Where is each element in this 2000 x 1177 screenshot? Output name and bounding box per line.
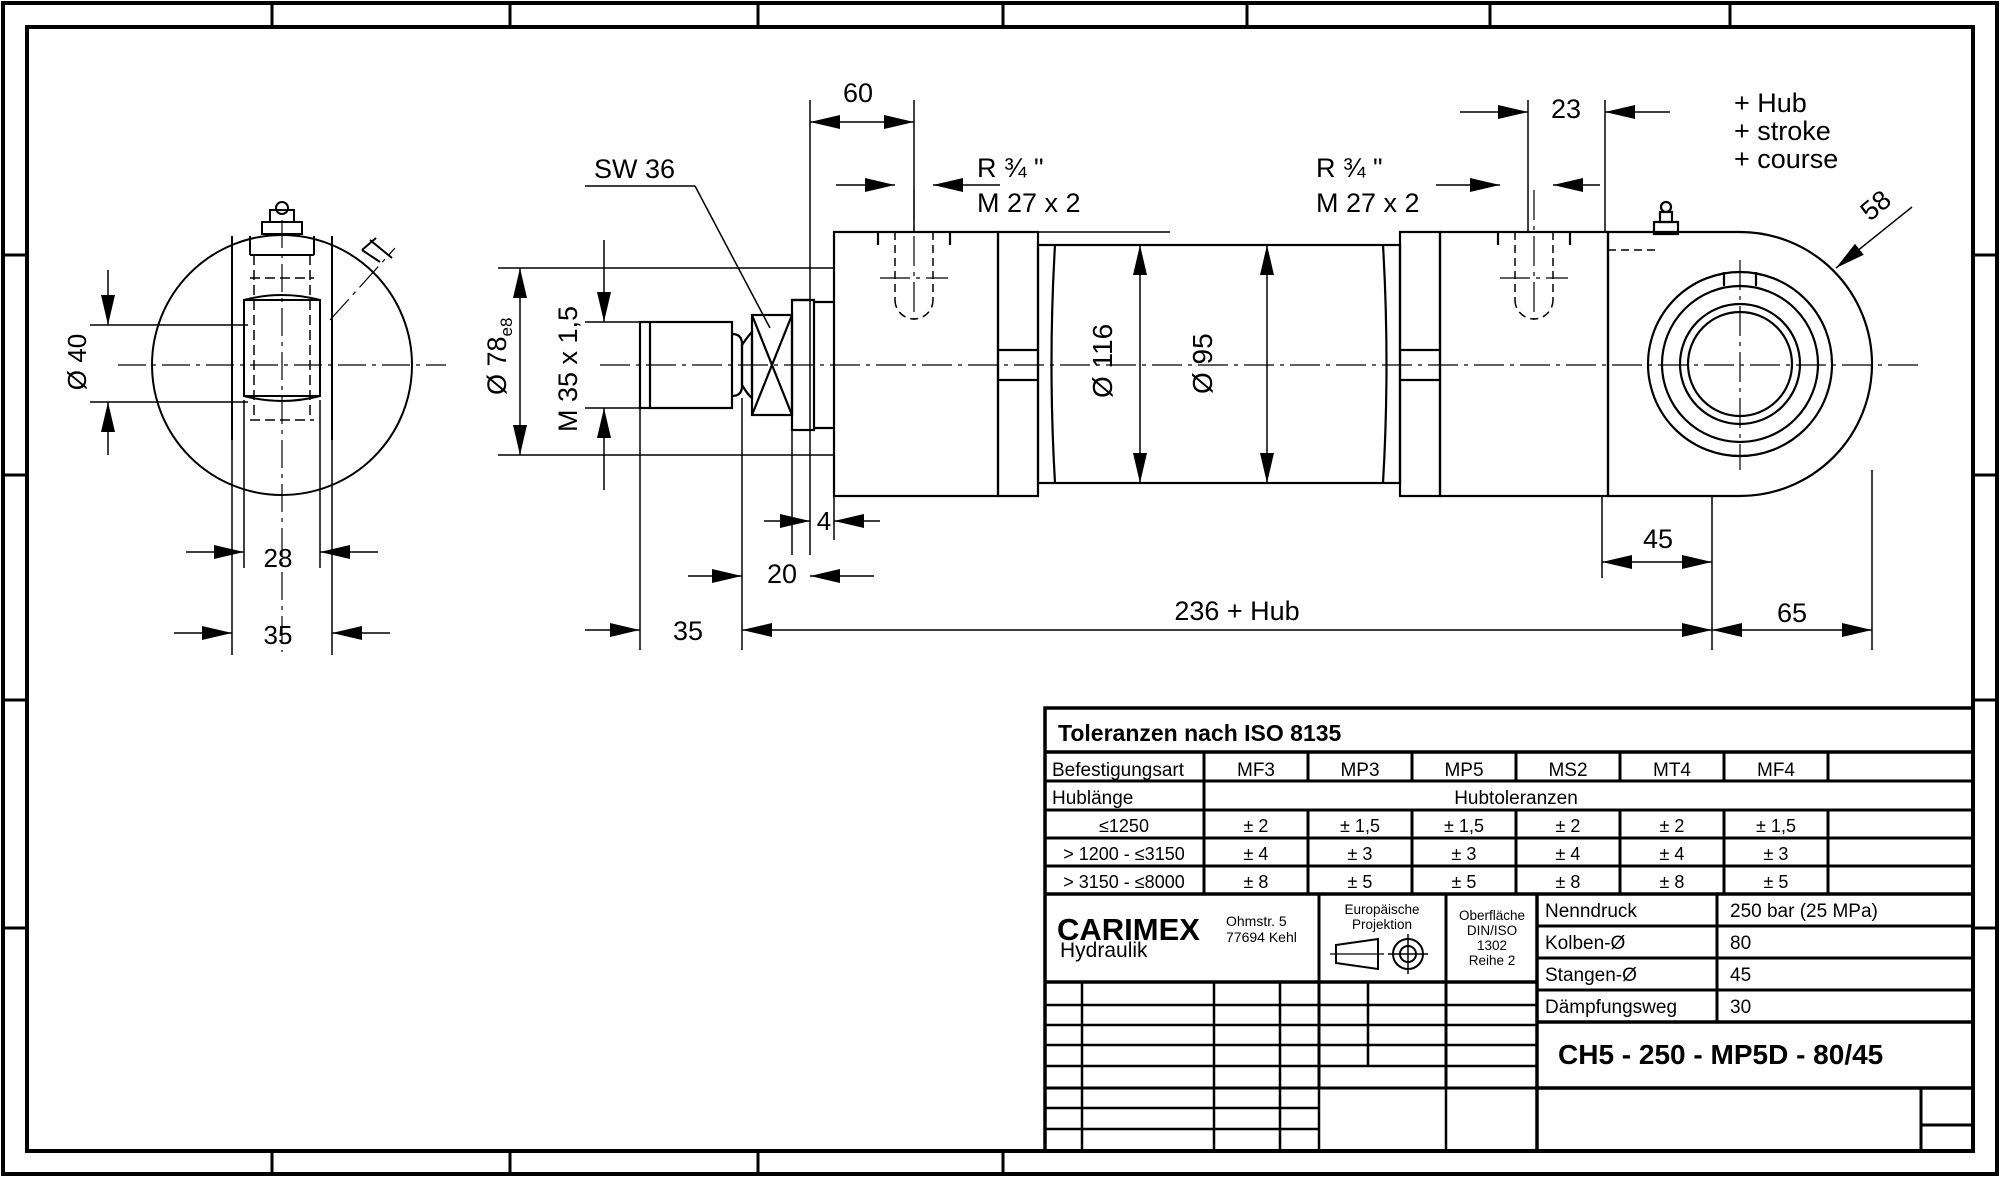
tolerance-title: Toleranzen nach ISO 8135	[1058, 720, 1342, 746]
hub-line-2: + stroke	[1734, 116, 1831, 146]
dia40-label: Ø 40	[62, 334, 92, 390]
mount-cell: MS2	[1548, 760, 1587, 781]
projection-line-1: Europäische	[1344, 902, 1419, 917]
spec-value: 45	[1730, 965, 1751, 986]
dim35-end-label: 35	[264, 620, 293, 650]
tolerance-row-range: > 3150 - ≤8000	[1063, 872, 1184, 892]
mount-cell: MF4	[1757, 760, 1795, 781]
hub-line-3: + course	[1734, 144, 1838, 174]
dia116-label: Ø 116	[1087, 324, 1118, 398]
dim45-label: 45	[1643, 524, 1673, 554]
spec-label: Kolben-Ø	[1545, 933, 1625, 954]
tolerance-cell: ± 8	[1244, 872, 1269, 892]
side-view: SW 36 Ø 78e8 M 35 x 1,5 60 R ¾ " M 27 x …	[482, 78, 1920, 650]
dim4-label: 4	[817, 506, 831, 536]
surface-line-3: 1302	[1477, 938, 1507, 953]
tolerance-cell: ± 8	[1556, 872, 1581, 892]
tolerance-table: Toleranzen nach ISO 8135 Befestigungsart…	[1043, 706, 1975, 1153]
title-block: CARIMEX Hydraulik Ohmstr. 5 77694 Kehl E…	[1045, 894, 1973, 1151]
surface-line-2: DIN/ISO	[1467, 923, 1517, 938]
end-view: Ø 40 28 35	[62, 201, 446, 655]
tolerance-cell: ± 1,5	[1756, 816, 1796, 836]
dia78-label: Ø 78e8	[482, 318, 516, 395]
dim65-label: 65	[1777, 598, 1807, 628]
dim236-label: 236 + Hub	[1174, 596, 1299, 626]
mount-header-cells: MF3 MP3 MP5 MS2 MT4 MF4	[1237, 760, 1795, 781]
thread-rod-label: M 35 x 1,5	[553, 306, 583, 432]
tolerance-row-range: > 1200 - ≤3150	[1063, 844, 1184, 864]
dim35-rod-label: 35	[673, 616, 703, 646]
tolerance-cell: ± 2	[1244, 816, 1269, 836]
port-right-m-label: M 27 x 2	[1316, 188, 1420, 218]
spec-label: Nenndruck	[1545, 901, 1637, 922]
tolerance-cell: ± 4	[1556, 844, 1581, 864]
surface-line-1: Oberfläche	[1459, 908, 1525, 923]
mount-cell: MP3	[1340, 760, 1379, 781]
spec-value: 250 bar (25 MPa)	[1730, 901, 1878, 922]
tolerance-cell: ± 1,5	[1444, 816, 1484, 836]
clevis-eye	[1606, 230, 1874, 498]
projection-line-2: Projektion	[1352, 917, 1412, 932]
dim20-label: 20	[767, 559, 797, 589]
mount-header: Befestigungsart	[1052, 760, 1185, 781]
address-line-2: 77694 Kehl	[1226, 929, 1297, 945]
port-left-r-label: R ¾ "	[977, 153, 1044, 183]
spec-value: 30	[1730, 997, 1751, 1018]
right-cylinder-head	[1438, 230, 1610, 498]
mount-cell: MT4	[1653, 760, 1691, 781]
dia95-label: Ø 95	[1187, 333, 1218, 394]
company-sub: Hydraulik	[1060, 939, 1148, 962]
radius58-label: 58	[1855, 184, 1897, 226]
tolerance-cell: ± 3	[1348, 844, 1373, 864]
port-left-m-label: M 27 x 2	[977, 188, 1081, 218]
tolerance-cell: ± 3	[1452, 844, 1477, 864]
tolerance-cell: ± 5	[1452, 872, 1477, 892]
tolerance-rows: ≤1250 ± 2 ± 1,5 ± 1,5 ± 2 ± 2 ± 1,5 > 1200 - ≤3…	[1063, 816, 1796, 892]
dim23-label: 23	[1551, 94, 1581, 124]
left-cylinder-head	[832, 230, 1000, 498]
company-name: CARIMEX	[1057, 912, 1200, 947]
mount-cell: MP5	[1444, 760, 1483, 781]
spec-label: Stangen-Ø	[1545, 965, 1637, 986]
tolerance-cell: ± 4	[1660, 844, 1685, 864]
tolerance-cell: ± 1,5	[1340, 816, 1380, 836]
stroke-header: Hublänge	[1052, 788, 1133, 809]
mount-cell: MF3	[1237, 760, 1275, 781]
tolerance-row-range: ≤1250	[1099, 816, 1149, 836]
part-number: CH5 - 250 - MP5D - 80/45	[1558, 1039, 1883, 1070]
spec-label: Dämpfungsweg	[1545, 997, 1677, 1018]
tolerance-cell: ± 8	[1660, 872, 1685, 892]
tolerance-cell: ± 5	[1764, 872, 1789, 892]
spec-rows: Nenndruck 250 bar (25 MPa) Kolben-Ø 80Stang…	[1545, 901, 1878, 1018]
tolerance-cell: ± 2	[1556, 816, 1581, 836]
tolerance-cell: ± 5	[1348, 872, 1373, 892]
surface-line-4: Reihe 2	[1469, 953, 1516, 968]
tolerance-header: Hubtoleranzen	[1454, 788, 1578, 809]
tolerance-cell: ± 3	[1764, 844, 1789, 864]
spec-value: 80	[1730, 933, 1751, 954]
dim28-label: 28	[264, 543, 293, 573]
port-right-r-label: R ¾ "	[1316, 153, 1383, 183]
dim60-label: 60	[843, 78, 873, 108]
address-line-1: Ohmstr. 5	[1226, 913, 1287, 929]
sw36-label: SW 36	[594, 154, 675, 184]
hub-line-1: + Hub	[1734, 88, 1807, 118]
tolerance-cell: ± 2	[1660, 816, 1685, 836]
tolerance-cell: ± 4	[1244, 844, 1269, 864]
